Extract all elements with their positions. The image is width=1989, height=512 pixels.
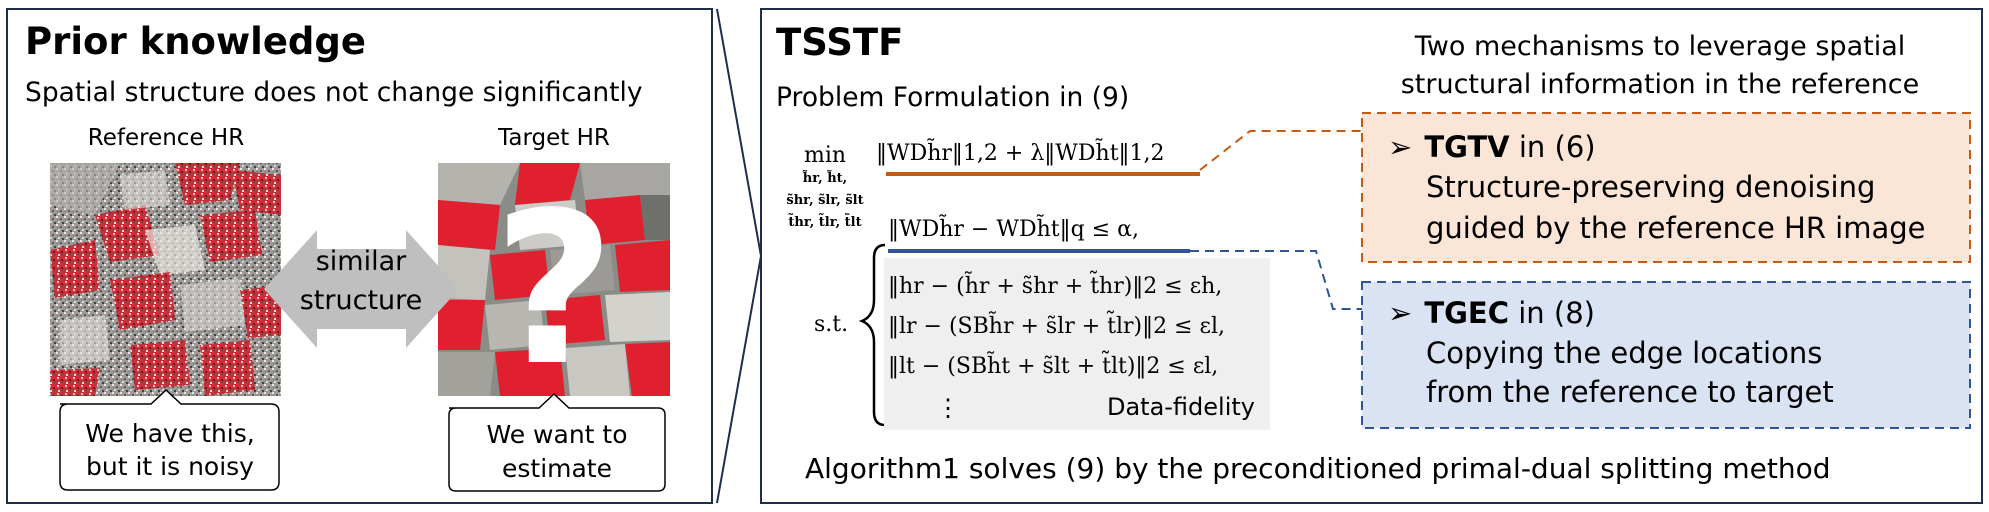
mechanisms-heading-line2: structural information in the reference <box>1401 69 1920 100</box>
fidelity-constraint-t: ‖lt − (SBh̃t + s̃lt + t̃lt)‖2 ≤ εl, <box>888 349 1218 379</box>
question-mark: ? <box>493 167 615 412</box>
tgec-description-line2: from the reference to target <box>1426 375 1834 409</box>
main-constraint: ‖WDh̃r − WDh̃t‖q ≤ α, <box>888 215 1139 242</box>
tsstf-panel: TSSTF Problem Formulation in (9) Two mec… <box>760 8 1983 504</box>
reference-callout-line1: We have this, <box>85 419 254 448</box>
tgtv-connector <box>1199 130 1362 171</box>
tgec-connector <box>1190 250 1362 310</box>
data-fidelity-label: Data-fidelity <box>1107 393 1255 421</box>
tgec-name: TGEC <box>1424 296 1509 330</box>
tgtv-box: ➢ TGTV in (6) Structure-preserving denois… <box>1361 112 1971 263</box>
fidelity-constraint-l: ‖lr − (SBh̃r + s̃lr + t̃lr)‖2 ≤ εl, <box>888 309 1225 339</box>
tgtv-description-line2: guided by the reference HR image <box>1426 211 1926 245</box>
min-operator: min <box>804 143 846 168</box>
zoom-connector <box>716 8 762 504</box>
tgtv-description-line1: Structure-preserving denoising <box>1426 170 1875 204</box>
target-callout-line2: estimate <box>502 454 612 483</box>
target-callout: We want to estimate <box>448 392 666 492</box>
tgec-arrow-icon: ➢ <box>1388 296 1412 330</box>
tgtv-name: TGTV <box>1424 130 1510 164</box>
tsstf-title: TSSTF <box>776 21 903 64</box>
prior-knowledge-title: Prior knowledge <box>25 20 366 63</box>
prior-knowledge-panel: Prior knowledge Spatial structure does n… <box>6 8 713 504</box>
min-variables-line3: t̃hr, t̃lr, t̃lt <box>788 213 862 230</box>
algorithm-description: Algorithm1 solves (9) by the preconditio… <box>805 452 1831 485</box>
constraint-brace <box>858 243 886 427</box>
min-variables-line2: s̃hr, s̃lr, s̃lt <box>786 193 863 208</box>
tgtv-arrow-icon: ➢ <box>1388 130 1412 164</box>
tgtv-heading: ➢ TGTV in (6) <box>1388 130 1596 164</box>
reference-callout: We have this, but it is noisy <box>59 388 280 491</box>
target-hr-image: ? <box>438 163 670 412</box>
data-fidelity-box <box>884 258 1270 430</box>
optimization-problem: min h̃r, h̃t, s̃hr, s̃lr, s̃lt t̃hr, t̃l… <box>786 139 1270 430</box>
similar-label: similar <box>316 246 407 277</box>
vertical-dots: ⋮ <box>936 394 960 422</box>
subject-to-label: s.t. <box>814 312 848 337</box>
tgec-ref: in (8) <box>1509 296 1595 330</box>
objective-function: ‖WDh̃r‖1,2 + λ‖WDh̃t‖1,2 <box>876 139 1165 166</box>
tgtv-ref: in (6) <box>1510 130 1596 164</box>
reference-hr-label: Reference HR <box>88 125 244 151</box>
target-hr-label: Target HR <box>497 125 610 151</box>
tgec-heading: ➢ TGEC in (8) <box>1388 296 1595 330</box>
tgec-description-line1: Copying the edge locations <box>1426 336 1822 370</box>
prior-knowledge-subtitle: Spatial structure does not change signif… <box>25 77 643 108</box>
structure-label: structure <box>300 285 423 316</box>
reference-callout-line2: but it is noisy <box>86 452 254 481</box>
similar-structure-arrow: similar structure <box>264 230 459 348</box>
target-callout-line1: We want to <box>486 420 627 449</box>
fidelity-constraint-h: ‖hr − (h̃r + s̃hr + t̃hr)‖2 ≤ εh, <box>888 269 1222 299</box>
problem-formulation-label: Problem Formulation in (9) <box>776 82 1129 113</box>
tgec-box: ➢TGEC in (8) Copying the edge locations … <box>1361 281 1971 429</box>
mechanisms-heading-line1: Two mechanisms to leverage spatial <box>1414 31 1906 62</box>
min-variables-line1: h̃r, h̃t, <box>802 170 847 186</box>
reference-hr-image <box>50 163 281 396</box>
